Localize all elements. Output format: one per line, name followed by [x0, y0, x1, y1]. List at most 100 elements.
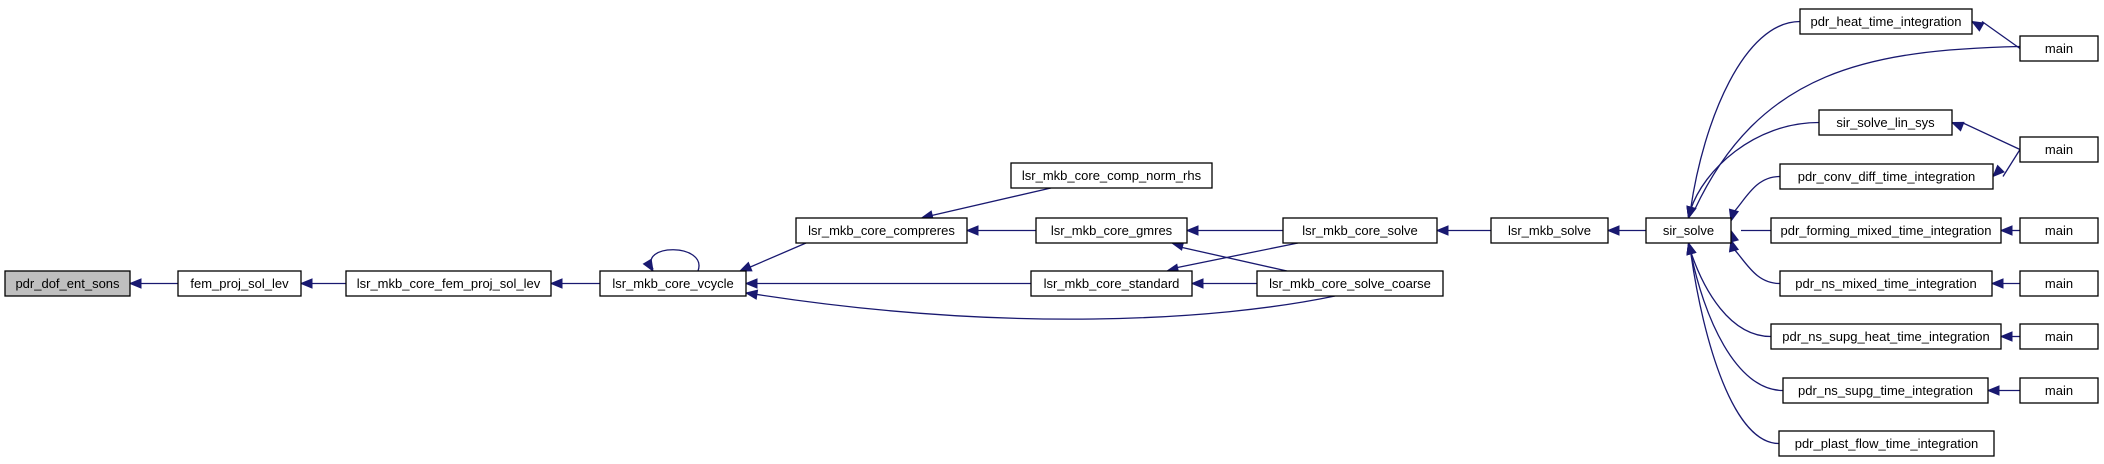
- edge-n15-to-n16: [2002, 149, 2021, 177]
- node-box: [2019, 35, 2099, 62]
- edge-n1-to-n0-arrowhead: [128, 278, 142, 289]
- graph-node-lsr-mkb-core-fem-proj-sol-lev[interactable]: lsr_mkb_core_fem_proj_sol_lev: [345, 270, 552, 297]
- graph-node-lsr-mkb-core-compreres[interactable]: lsr_mkb_core_compreres: [795, 217, 968, 244]
- graph-nodes: pdr_dof_ent_sons fem_proj_sol_lev lsr_mkb_…: [4, 8, 2099, 457]
- edge-n14-to-n11-arrowhead: [1686, 205, 1697, 220]
- edge-n14-to-n11: [1689, 121, 1820, 211]
- edge-n5-to-n3-arrowhead: [738, 261, 753, 272]
- node-label: lsr_mkb_core_solve_coarse: [1269, 276, 1431, 291]
- edge-n7-to-n3-arrowhead: [744, 278, 758, 289]
- edge-n24-to-n23-arrowhead: [1986, 385, 2000, 396]
- edge-n8-to-n6-arrowhead: [1185, 225, 1199, 236]
- graph-node-pdr-plast-flow-time-integration[interactable]: pdr_plast_flow_time_integration: [1778, 430, 1995, 457]
- node-box: [2019, 136, 2099, 163]
- graph-node-sir-solve-lin-sys[interactable]: sir_solve_lin_sys: [1818, 109, 1953, 136]
- node-box: [2019, 270, 2099, 297]
- edge-n10-to-n8-arrowhead: [1435, 225, 1449, 236]
- edge-n20-to-n19-arrowhead: [1990, 278, 2004, 289]
- edge-n19-to-n11: [1732, 247, 1781, 285]
- graph-node-pdr-ns-supg-time-integration[interactable]: pdr_ns_supg_time_integration: [1782, 377, 1989, 404]
- graph-node-lsr-mkb-core-vcycle[interactable]: lsr_mkb_core_vcycle: [599, 270, 747, 297]
- graph-node-pdr-forming-mixed-time-integration[interactable]: pdr_forming_mixed_time_integration: [1770, 217, 2002, 244]
- edge-n19-to-n11-arrowhead: [1728, 238, 1740, 253]
- node-box: [2019, 323, 2099, 350]
- edge-n16-to-n11-arrowhead: [1728, 208, 1740, 223]
- node-box: [1645, 217, 1732, 244]
- edge-n25-to-n11-arrowhead: [1686, 241, 1697, 256]
- node-box: [1035, 217, 1188, 244]
- node-box: [345, 270, 552, 297]
- node-label: lsr_mkb_core_fem_proj_sol_lev: [357, 276, 541, 291]
- edge-n15-to-n16-arrowhead: [1992, 164, 2005, 178]
- edge-n4-to-n5: [929, 187, 1052, 217]
- node-label: main: [2045, 142, 2073, 157]
- node-box: [1490, 217, 1609, 244]
- graph-node-main[interactable]: main: [2019, 35, 2099, 62]
- node-label: main: [2045, 223, 2073, 238]
- graph-node-pdr-ns-supg-heat-time-integration[interactable]: pdr_ns_supg_heat_time_integration: [1770, 323, 2002, 350]
- node-box: [1799, 8, 1973, 35]
- edge-n9-to-n3: [753, 293, 1336, 320]
- node-box: [1778, 430, 1995, 457]
- graph-node-lsr-mkb-solve[interactable]: lsr_mkb_solve: [1490, 217, 1609, 244]
- graph-node-pdr-conv-diff-time-integration[interactable]: pdr_conv_diff_time_integration: [1779, 163, 1994, 190]
- node-label: fem_proj_sol_lev: [190, 276, 289, 291]
- node-box: [1782, 377, 1989, 404]
- node-box: [1779, 270, 1993, 297]
- graph-node-main[interactable]: main: [2019, 217, 2099, 244]
- graph-node-main[interactable]: main: [2019, 136, 2099, 163]
- node-label: pdr_ns_supg_time_integration: [1798, 383, 1973, 398]
- node-box: [2019, 217, 2099, 244]
- edge-n13-to-n12-arrowhead: [1970, 20, 1985, 32]
- node-box: [1779, 163, 1994, 190]
- node-label: sir_solve: [1663, 223, 1714, 238]
- node-label: pdr_plast_flow_time_integration: [1795, 436, 1979, 451]
- node-box: [1256, 270, 1444, 297]
- node-label: lsr_mkb_core_gmres: [1051, 223, 1173, 238]
- node-box: [599, 270, 747, 297]
- node-box: [1030, 270, 1193, 297]
- edge-n22-to-n21-arrowhead: [1999, 331, 2013, 342]
- graph-node-sir-solve[interactable]: sir_solve: [1645, 217, 1732, 244]
- edge-n15-to-n14: [1961, 121, 2021, 151]
- edge-n23-to-n11: [1689, 250, 1784, 392]
- graph-node-lsr-mkb-core-solve[interactable]: lsr_mkb_core_solve: [1282, 217, 1438, 244]
- node-label: sir_solve_lin_sys: [1836, 115, 1935, 130]
- edge-n3-to-n3: [650, 249, 700, 272]
- edge-n11-to-n10-arrowhead: [1606, 225, 1620, 236]
- edge-n3-to-n3-arrowhead: [642, 258, 654, 273]
- node-label: main: [2045, 383, 2073, 398]
- edge-n9-to-n3-arrowhead: [744, 289, 759, 300]
- node-box: [795, 217, 968, 244]
- graph-node-pdr-dof-ent-sons[interactable]: pdr_dof_ent_sons: [4, 270, 131, 297]
- node-box: [2019, 377, 2099, 404]
- graph-node-lsr-mkb-core-comp-norm-rhs[interactable]: lsr_mkb_core_comp_norm_rhs: [1010, 162, 1213, 189]
- edge-n9-to-n7-arrowhead: [1190, 278, 1204, 289]
- node-label: pdr_forming_mixed_time_integration: [1780, 223, 1991, 238]
- node-label: lsr_mkb_core_compreres: [808, 223, 955, 238]
- graph-node-pdr-ns-mixed-time-integration[interactable]: pdr_ns_mixed_time_integration: [1779, 270, 1993, 297]
- node-label: main: [2045, 329, 2073, 344]
- edge-n3-to-n2-arrowhead: [549, 278, 563, 289]
- edge-n13-to-n11: [1693, 45, 2021, 211]
- graph-node-lsr-mkb-core-standard[interactable]: lsr_mkb_core_standard: [1030, 270, 1193, 297]
- graph-node-fem-proj-sol-lev[interactable]: fem_proj_sol_lev: [177, 270, 302, 297]
- graph-node-lsr-mkb-core-solve-coarse[interactable]: lsr_mkb_core_solve_coarse: [1256, 270, 1444, 297]
- node-box: [4, 270, 131, 297]
- node-box: [177, 270, 302, 297]
- edge-n13-to-n12: [1981, 20, 2021, 50]
- node-box: [1818, 109, 1953, 136]
- edge-n9-to-n6: [1179, 246, 1288, 272]
- graph-edges: [128, 20, 2021, 445]
- edge-n6-to-n5-arrowhead: [965, 225, 979, 236]
- node-box: [1770, 323, 2002, 350]
- edge-n25-to-n11: [1689, 250, 1780, 445]
- graph-node-pdr-heat-time-integration[interactable]: pdr_heat_time_integration: [1799, 8, 1973, 35]
- graph-node-main[interactable]: main: [2019, 270, 2099, 297]
- node-label: pdr_heat_time_integration: [1810, 14, 1961, 29]
- graph-node-main[interactable]: main: [2019, 377, 2099, 404]
- graph-node-lsr-mkb-core-gmres[interactable]: lsr_mkb_core_gmres: [1035, 217, 1188, 244]
- edge-n2-to-n1-arrowhead: [299, 278, 313, 289]
- graph-node-main[interactable]: main: [2019, 323, 2099, 350]
